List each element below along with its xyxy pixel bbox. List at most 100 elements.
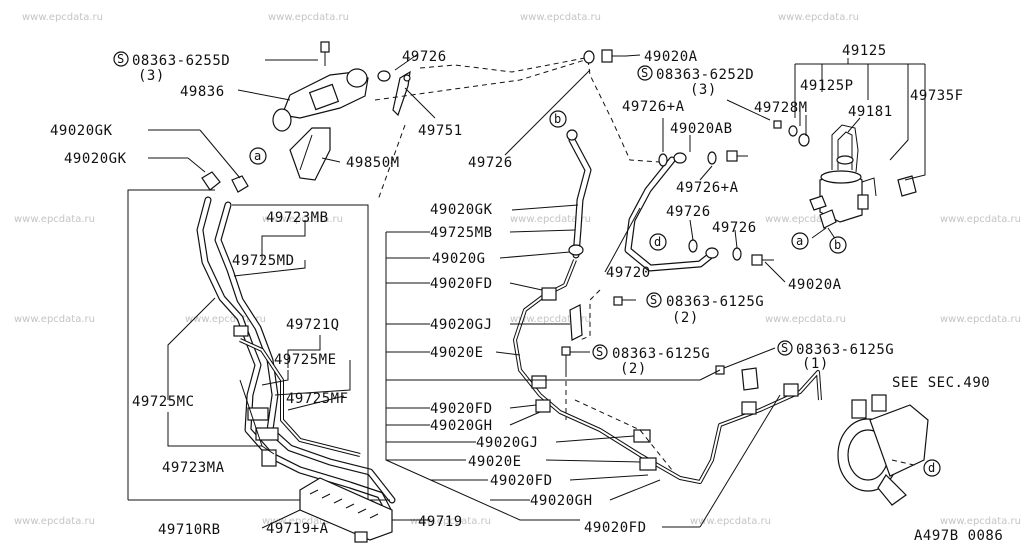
leader-line — [287, 335, 321, 368]
leader-line — [625, 54, 641, 57]
part-label: 49020GJ — [476, 435, 539, 451]
watermark: www.epcdata.ru — [690, 516, 771, 527]
leader-line — [545, 459, 641, 463]
standard-part-icon — [777, 340, 793, 356]
watermark: www.epcdata.ru — [14, 214, 95, 225]
part-label: 49723MA — [162, 460, 225, 476]
part-label: 49725MB — [430, 225, 493, 241]
part-label: 49836 — [180, 84, 225, 100]
leader-line — [237, 89, 291, 101]
part-label: 49719 — [418, 514, 463, 530]
leader-lines — [148, 53, 786, 529]
bracket-49751 — [392, 70, 411, 117]
watermark: www.epcdata.ru — [410, 516, 491, 527]
part-label: 49020AB — [670, 121, 733, 137]
part-labels: S 08363-6255D (3) 49836 49726 49020A 497… — [50, 43, 1003, 544]
hose-bundle-center — [513, 129, 822, 484]
part-label: 49720 — [606, 265, 651, 281]
pipe-line — [239, 339, 361, 456]
watermark: www.epcdata.ru — [262, 516, 343, 527]
clip-icon — [531, 375, 547, 389]
dashed-leader — [374, 59, 586, 101]
clip-icon — [783, 383, 799, 397]
quantity-label: (3) — [138, 68, 165, 84]
ref-circle-b — [549, 110, 567, 128]
part-label: 08363-6255D — [132, 53, 230, 69]
pump-foot — [877, 474, 907, 506]
washer-icon — [658, 153, 668, 167]
leader-line — [509, 282, 543, 291]
part-label: 49020A — [644, 49, 698, 65]
bracket-icon — [809, 195, 827, 211]
ref-circle-b — [829, 236, 847, 254]
valve-assembly — [272, 41, 411, 181]
watermark: www.epcdata.ru — [14, 314, 95, 325]
leader-line — [495, 351, 521, 356]
watermark: www.epcdata.ru — [940, 314, 1021, 325]
bolt-icon — [613, 296, 623, 306]
bolt-icon — [320, 41, 330, 53]
filter-hose — [837, 131, 853, 170]
ref-letter: b — [834, 238, 841, 252]
part-label: 49710RB — [158, 522, 221, 538]
leader-line — [799, 110, 807, 136]
valve-port — [346, 68, 368, 88]
part-label: 49020GK — [430, 202, 493, 218]
part-label: 49850M — [346, 155, 400, 171]
part-label: 49721Q — [286, 317, 340, 333]
quantity-label: (2) — [620, 361, 647, 377]
standard-part-letter: S — [117, 52, 124, 66]
quantity-label: (1) — [802, 356, 829, 372]
leader-line — [261, 370, 289, 386]
cross-reference-label: SEE SEC.490 — [892, 375, 990, 391]
part-label: 49125P — [800, 78, 854, 94]
washer-icon — [377, 70, 391, 82]
leader-line — [187, 157, 206, 173]
main-pipe — [514, 259, 821, 483]
part-label: 49020G — [432, 251, 486, 267]
hose-bundle-left — [196, 171, 396, 514]
part-label: 49020A — [788, 277, 842, 293]
watermark: www.epcdata.ru — [14, 516, 95, 527]
part-label: 49719+A — [266, 521, 329, 537]
watermark: www.epcdata.ru — [765, 214, 846, 225]
leader-line — [167, 379, 263, 447]
ref-letter: d — [654, 235, 661, 249]
standard-part-icon — [592, 344, 608, 360]
leader-line — [509, 229, 576, 233]
leader-line — [199, 129, 241, 179]
part-label: 49020GK — [64, 151, 127, 167]
group-bracket — [127, 189, 215, 500]
bolt-icon — [601, 49, 613, 63]
leader-line — [167, 297, 216, 400]
hose-line — [569, 137, 591, 258]
hose-line — [197, 197, 391, 513]
part-label: 49020GH — [530, 493, 593, 509]
ref-circle-a — [249, 147, 267, 165]
washer-icon — [732, 247, 742, 261]
leader-line — [689, 219, 694, 241]
clip-icon — [233, 325, 249, 337]
part-label: 49020GJ — [430, 317, 493, 333]
leader-line — [764, 261, 786, 283]
part-label: 49728M — [754, 100, 808, 116]
leader-line — [287, 395, 345, 411]
leader-line — [509, 411, 541, 426]
fitting-icon — [673, 152, 687, 164]
watermark: www.epcdata.ru — [940, 214, 1021, 225]
part-label: 49725MC — [132, 394, 195, 410]
watermark: www.epcdata.ru — [262, 214, 343, 225]
part-label: 49020E — [468, 454, 522, 470]
clamp-icon — [836, 155, 854, 165]
part-label: 49726+A — [676, 180, 739, 196]
bracket-edge — [299, 134, 313, 171]
leader-line — [261, 509, 301, 529]
clamp-icon — [568, 244, 584, 256]
leader-line — [321, 157, 341, 163]
connector-icon — [857, 194, 869, 210]
watermark: www.epcdata.ru — [185, 314, 266, 325]
leader-line — [504, 69, 591, 156]
dashed-leader — [579, 289, 601, 341]
part-label: 49726 — [666, 204, 711, 220]
